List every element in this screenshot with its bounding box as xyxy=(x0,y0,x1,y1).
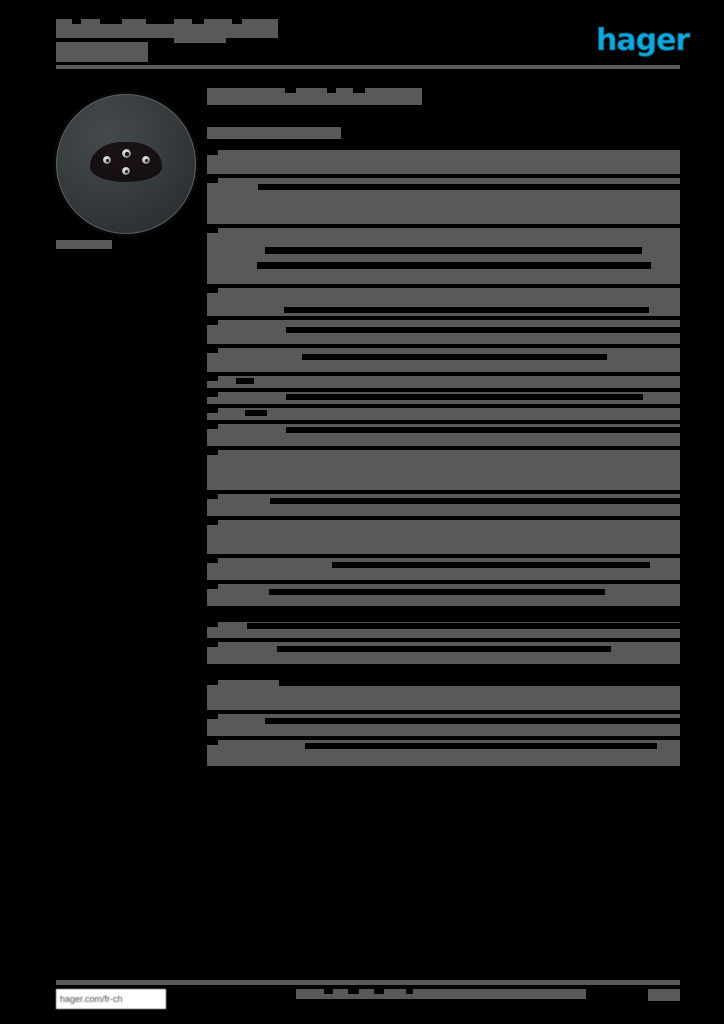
table-section-gap xyxy=(207,668,680,680)
socket-recess xyxy=(90,142,162,182)
page-number xyxy=(648,989,680,1001)
row-value-gap xyxy=(286,394,643,400)
socket-pin-right xyxy=(142,156,150,164)
row-value-gap xyxy=(302,354,607,360)
row-label-gap xyxy=(207,424,218,429)
footer-legal-text xyxy=(296,989,586,999)
page-footer: hager.com/fr-ch xyxy=(56,980,680,1010)
heading-glyph-gap xyxy=(285,88,296,93)
row-label-gap xyxy=(207,622,218,627)
row-value-gap xyxy=(245,410,267,416)
socket-pin-bottom xyxy=(122,167,130,175)
table-row xyxy=(207,520,680,554)
row-value-gap xyxy=(236,378,254,384)
row-value-gap xyxy=(270,498,680,504)
table-row xyxy=(207,714,680,736)
row-value-gap xyxy=(258,184,680,190)
row-label-gap xyxy=(207,150,218,155)
table-row xyxy=(207,376,680,388)
row-label-gap xyxy=(207,740,218,745)
row-value-gap xyxy=(284,307,649,313)
table-row xyxy=(207,450,680,490)
row-value-gap xyxy=(257,262,651,269)
row-label-gap xyxy=(207,680,218,685)
table-row xyxy=(207,424,680,446)
row-label-gap xyxy=(207,494,218,499)
title-glyph-gap xyxy=(146,19,174,24)
row-value-gap xyxy=(247,623,680,629)
title-glyph-gap xyxy=(100,19,122,24)
title-glyph-gap xyxy=(232,19,242,24)
row-label-gap xyxy=(207,584,218,589)
row-value-gap xyxy=(286,327,680,333)
row-label-gap xyxy=(207,408,218,413)
product-reference xyxy=(174,37,226,43)
row-label-gap xyxy=(207,376,218,381)
row-value-gap xyxy=(277,646,611,652)
main-content xyxy=(207,88,680,770)
table-row xyxy=(207,622,680,638)
figure-caption xyxy=(56,240,112,249)
product-image xyxy=(56,94,196,249)
row-label-gap xyxy=(207,520,218,525)
row-label-gap xyxy=(207,450,218,455)
title-glyph-gap xyxy=(72,19,81,24)
row-label-gap xyxy=(207,178,218,183)
row-label-gap xyxy=(207,714,218,719)
row-label-gap xyxy=(207,642,218,647)
row-label-gap xyxy=(207,558,218,563)
row-value-gap xyxy=(286,427,680,433)
row-value-gap xyxy=(305,743,657,749)
hager-wordmark: hager xyxy=(596,23,690,58)
table-row xyxy=(207,320,680,344)
heading-glyph-gap xyxy=(353,88,365,93)
row-value-gap xyxy=(279,680,680,686)
table-row xyxy=(207,178,680,224)
row-label-gap xyxy=(207,348,218,353)
table-row xyxy=(207,680,680,710)
table-row xyxy=(207,558,680,580)
row-value-gap xyxy=(269,589,605,595)
row-label-gap xyxy=(207,392,218,397)
subsection-heading xyxy=(207,127,341,139)
table-row xyxy=(207,740,680,766)
table-row xyxy=(207,150,680,174)
table-row xyxy=(207,494,680,516)
section-heading xyxy=(207,88,422,105)
footer-divider xyxy=(56,980,680,985)
row-label-gap xyxy=(207,228,218,233)
row-label-gap xyxy=(207,320,218,325)
row-value-gap xyxy=(265,247,642,254)
table-row xyxy=(207,642,680,664)
socket-pin-earth xyxy=(122,149,131,158)
page-title xyxy=(56,19,278,38)
socket-outlet-graphic xyxy=(56,94,196,234)
page-header: hager xyxy=(56,16,690,72)
hager-logo: hager xyxy=(596,23,690,58)
table-row xyxy=(207,408,680,420)
row-value-gap xyxy=(265,718,680,724)
row-label-gap xyxy=(207,288,218,293)
heading-glyph-gap xyxy=(327,88,336,93)
page-subtitle xyxy=(56,42,148,62)
table-row xyxy=(207,288,680,316)
table-row xyxy=(207,348,680,372)
table-row xyxy=(207,584,680,606)
footer-url[interactable]: hager.com/fr-ch xyxy=(56,989,166,1009)
table-section-gap xyxy=(207,610,680,622)
title-glyph-gap xyxy=(192,19,204,24)
header-divider xyxy=(56,65,680,69)
specification-table xyxy=(207,150,680,766)
socket-pin-left xyxy=(103,156,111,164)
table-row xyxy=(207,392,680,404)
row-value-gap xyxy=(332,562,650,568)
table-row xyxy=(207,228,680,284)
